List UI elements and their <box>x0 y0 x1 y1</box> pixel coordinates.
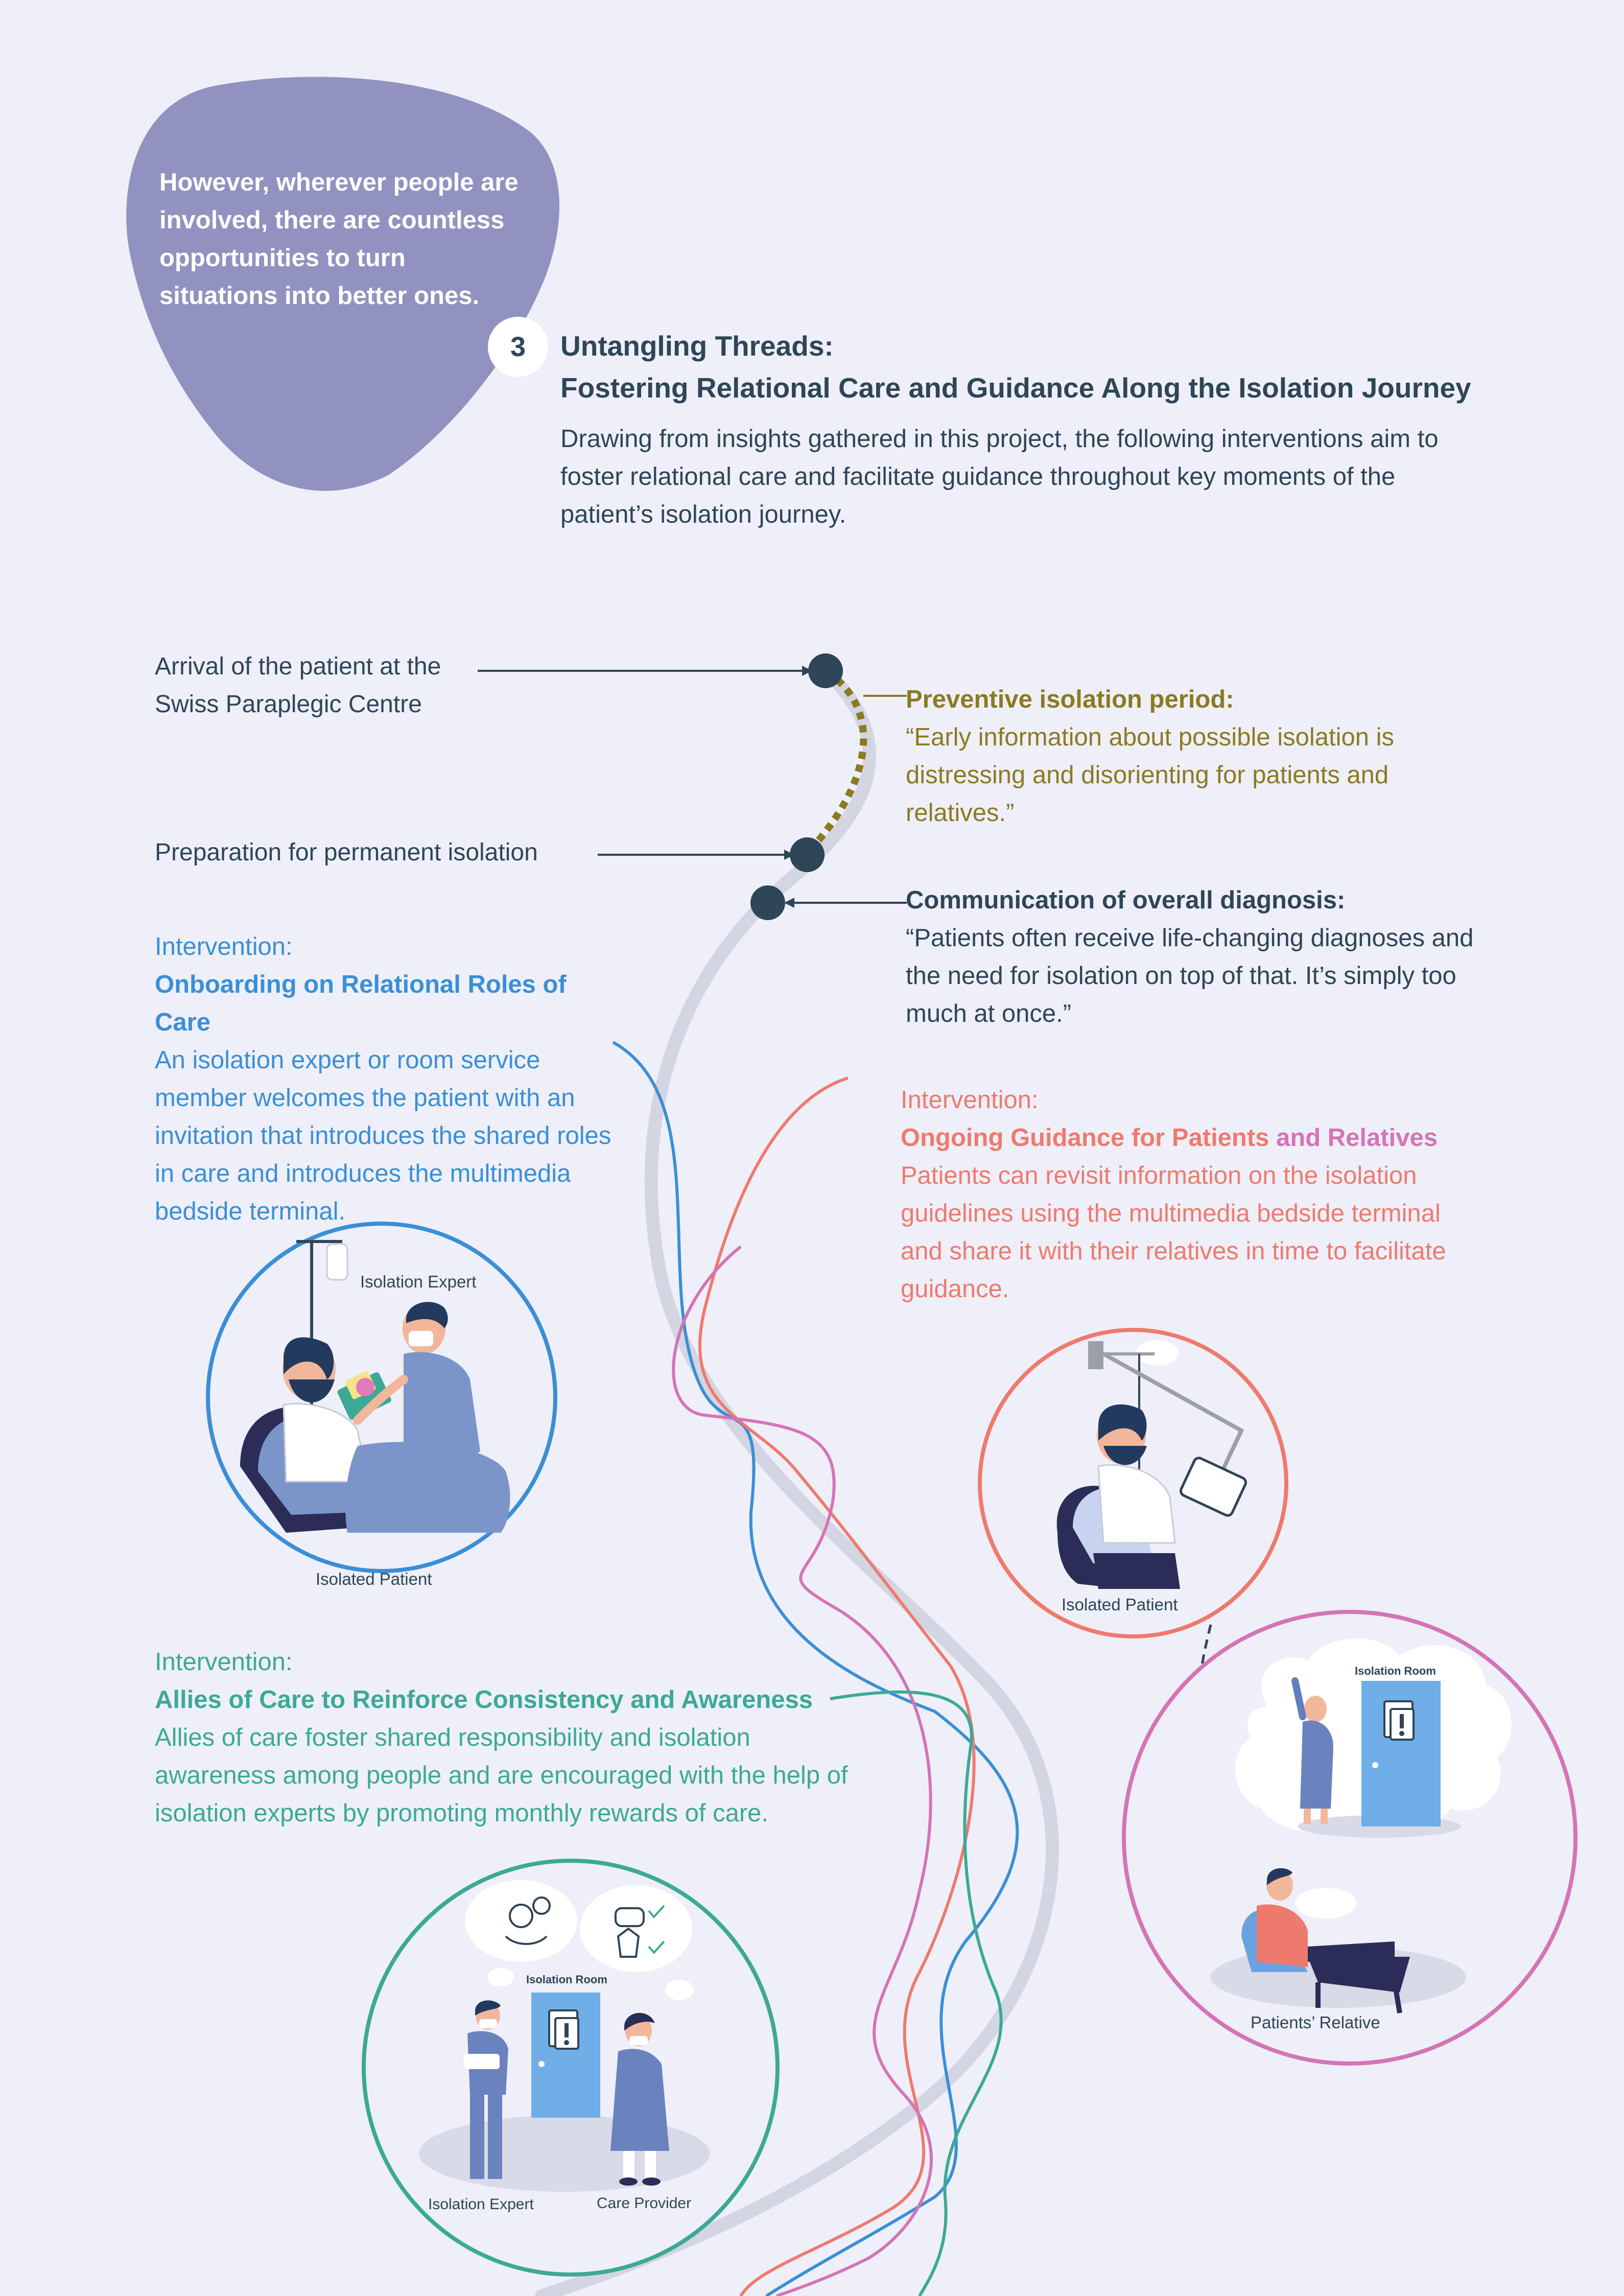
node-arrival <box>808 653 843 688</box>
relative-illustration <box>1211 1638 1512 2013</box>
node-preparation <box>790 837 825 872</box>
guidance-title-part2: and Relatives <box>1276 1124 1438 1152</box>
allies-kicker: Intervention: <box>155 1648 293 1676</box>
speech-blob <box>126 77 559 491</box>
guidance-patient-caption: Isolated Patient <box>1062 1595 1178 1614</box>
section-intro: Drawing from insights gathered in this p… <box>560 425 1439 528</box>
onboarding-kicker: Intervention: <box>155 933 293 960</box>
guidance-intervention: Intervention: Ongoing Guidance for Patie… <box>901 1081 1473 1308</box>
allies-room-caption: Isolation Room <box>526 1973 607 1986</box>
section-title-line1: Untangling Threads: <box>560 330 834 362</box>
arrival-label: Arrival of the patient at the Swiss Para… <box>155 653 441 718</box>
section-title: Untangling Threads: Fostering Relational… <box>560 325 1531 409</box>
onboarding-patient-caption: Isolated Patient <box>316 1569 432 1588</box>
journey-path <box>535 665 1059 2296</box>
node-diagnosis <box>750 885 785 920</box>
section-number-badge: 3 <box>488 317 548 377</box>
thread-teal <box>830 1690 1003 2296</box>
diagnosis-quote-title: Communication of overall diagnosis: <box>906 886 1346 914</box>
allies-text: Allies of care foster shared responsibil… <box>155 1724 848 1827</box>
section-title-line2: Fostering Relational Care and Guidance A… <box>560 372 1471 404</box>
guidance-illustration <box>1056 1340 1247 1589</box>
onboarding-text: An isolation expert or room service memb… <box>155 1046 611 1225</box>
onboarding-title: Onboarding on Relational Roles of Care <box>155 971 567 1036</box>
guidance-text: Patients can revisit information on the … <box>901 1162 1446 1303</box>
onboarding-illustration <box>240 1240 510 1533</box>
preparation-label: Preparation for permanent isolation <box>155 839 538 866</box>
preventive-quote: Preventive isolation period: “Early info… <box>906 681 1478 832</box>
relative-room-caption: Isolation Room <box>1355 1665 1436 1677</box>
preventive-quote-title: Preventive isolation period: <box>906 686 1234 713</box>
guidance-kicker: Intervention: <box>901 1086 1039 1114</box>
allies-intervention: Intervention: Allies of Care to Reinforc… <box>155 1643 870 1832</box>
blob-text: However, wherever people are involved, t… <box>159 169 519 310</box>
diagnosis-quote-text: “Patients often receive life-changing di… <box>906 924 1474 1027</box>
allies-title: Allies of Care to Reinforce Consistency … <box>155 1686 813 1714</box>
preventive-quote-text: “Early information about possible isolat… <box>906 723 1394 827</box>
thread-coral <box>698 1076 976 2296</box>
guidance-title: Ongoing Guidance for Patients and Relati… <box>901 1119 1473 1157</box>
thread-blue <box>612 1041 1019 2296</box>
allies-expert-caption: Isolation Expert <box>428 2196 534 2213</box>
allies-illustration <box>419 1880 710 2192</box>
guidance-title-part1: Ongoing Guidance for Patients <box>901 1124 1277 1152</box>
onboarding-expert-caption: Isolation Expert <box>360 1272 477 1291</box>
thread-pink <box>672 1245 933 2296</box>
relative-caption: Patients’ Relative <box>1251 2013 1380 2032</box>
onboarding-intervention: Intervention: Onboarding on Relational R… <box>155 928 615 1230</box>
allies-provider-caption: Care Provider <box>597 2195 692 2212</box>
diagnosis-quote: Communication of overall diagnosis: “Pat… <box>906 881 1478 1033</box>
